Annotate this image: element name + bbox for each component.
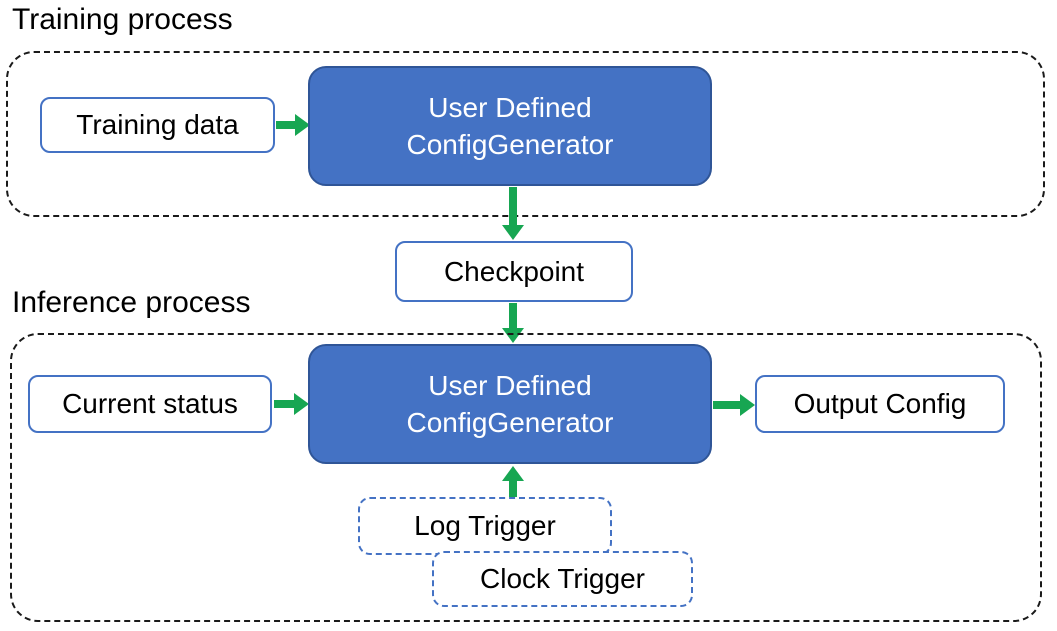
arrow-right-icon: [713, 394, 755, 416]
inference-process-container: [10, 333, 1042, 622]
arrow-head: [294, 393, 309, 415]
training-generator-line2: ConfigGenerator: [406, 129, 614, 160]
inference-generator-line1: User Defined: [428, 370, 592, 401]
training-config-generator-box: User Defined ConfigGenerator: [308, 66, 712, 186]
clock-trigger-label: Clock Trigger: [480, 563, 645, 594]
training-data-label: Training data: [76, 109, 239, 140]
log-trigger-box: Log Trigger: [358, 497, 612, 555]
arrow-shaft: [274, 400, 296, 408]
training-data-box: Training data: [40, 97, 275, 153]
training-process-label: Training process: [12, 3, 233, 36]
arrow-head: [740, 394, 755, 416]
arrow-head: [295, 114, 310, 136]
output-config-box: Output Config: [755, 375, 1005, 433]
arrow-down-icon: [502, 187, 524, 240]
arrow-head: [502, 225, 524, 240]
arrow-head: [502, 466, 524, 481]
arrow-shaft: [276, 121, 297, 129]
arrow-right-icon: [276, 114, 310, 136]
training-generator-line1: User Defined: [428, 92, 592, 123]
arrow-shaft: [713, 401, 742, 409]
arrow-shaft: [509, 187, 517, 227]
arrow-shaft: [509, 479, 517, 497]
log-trigger-label: Log Trigger: [414, 510, 556, 541]
inference-generator-line2: ConfigGenerator: [406, 407, 614, 438]
arrow-right-icon: [274, 393, 309, 415]
arrow-shaft: [509, 303, 517, 330]
arrow-down-icon: [502, 303, 524, 343]
training-process-container: [6, 51, 1045, 217]
output-config-label: Output Config: [793, 388, 967, 419]
current-status-label: Current status: [62, 388, 238, 419]
arrow-head: [502, 328, 524, 343]
inference-process-label: Inference process: [12, 286, 251, 319]
checkpoint-label: Checkpoint: [443, 255, 585, 287]
inference-config-generator-box: User Defined ConfigGenerator: [308, 344, 712, 464]
clock-trigger-box: Clock Trigger: [432, 551, 693, 607]
checkpoint-box: Checkpoint: [395, 241, 633, 302]
arrow-up-icon: [502, 466, 524, 497]
current-status-box: Current status: [28, 375, 272, 433]
